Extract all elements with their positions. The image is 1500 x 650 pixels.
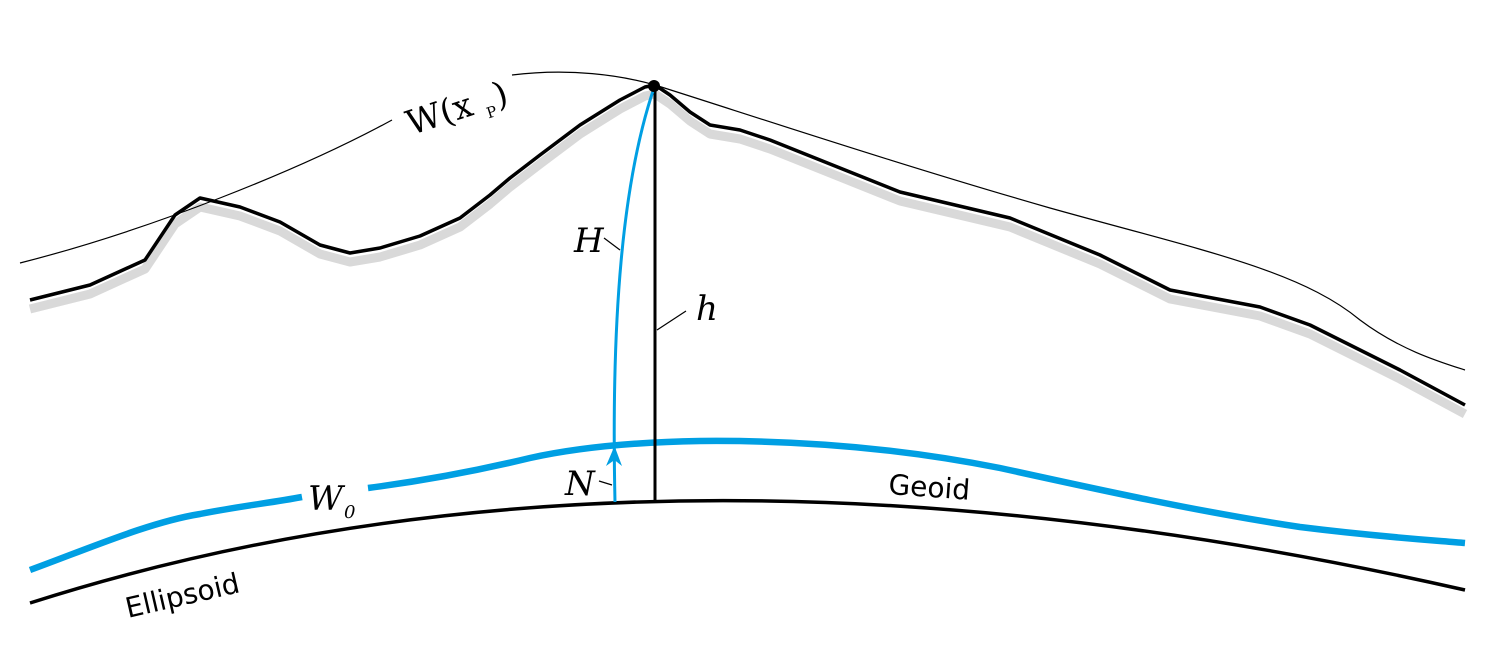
potential-label: W(x P )	[401, 74, 513, 144]
h-leader	[656, 310, 687, 331]
equipotential-line	[511, 71, 1466, 371]
geoid-curve	[367, 437, 1466, 547]
N-leader	[598, 480, 613, 486]
W0-label: W	[308, 479, 346, 519]
H-label: H	[573, 221, 605, 261]
W0-subscript: 0	[344, 502, 355, 523]
equipotential-line	[19, 119, 393, 264]
geoid-label: Geoid	[888, 468, 972, 507]
terrain-surface	[29, 83, 1466, 407]
point-P	[648, 80, 660, 92]
H-leader	[603, 237, 621, 251]
ellipsoid-curve	[29, 498, 1466, 605]
h-label: h	[696, 289, 718, 329]
orthometric-height-plumb-line	[612, 84, 657, 503]
geoid-curve	[28, 493, 303, 574]
terrain-shadow	[28, 89, 1468, 418]
ellipsoid-label: Ellipsoid	[122, 567, 243, 625]
potential-label-main: W(x	[401, 85, 477, 144]
N-label: N	[564, 464, 596, 504]
arrow-head	[606, 446, 622, 466]
